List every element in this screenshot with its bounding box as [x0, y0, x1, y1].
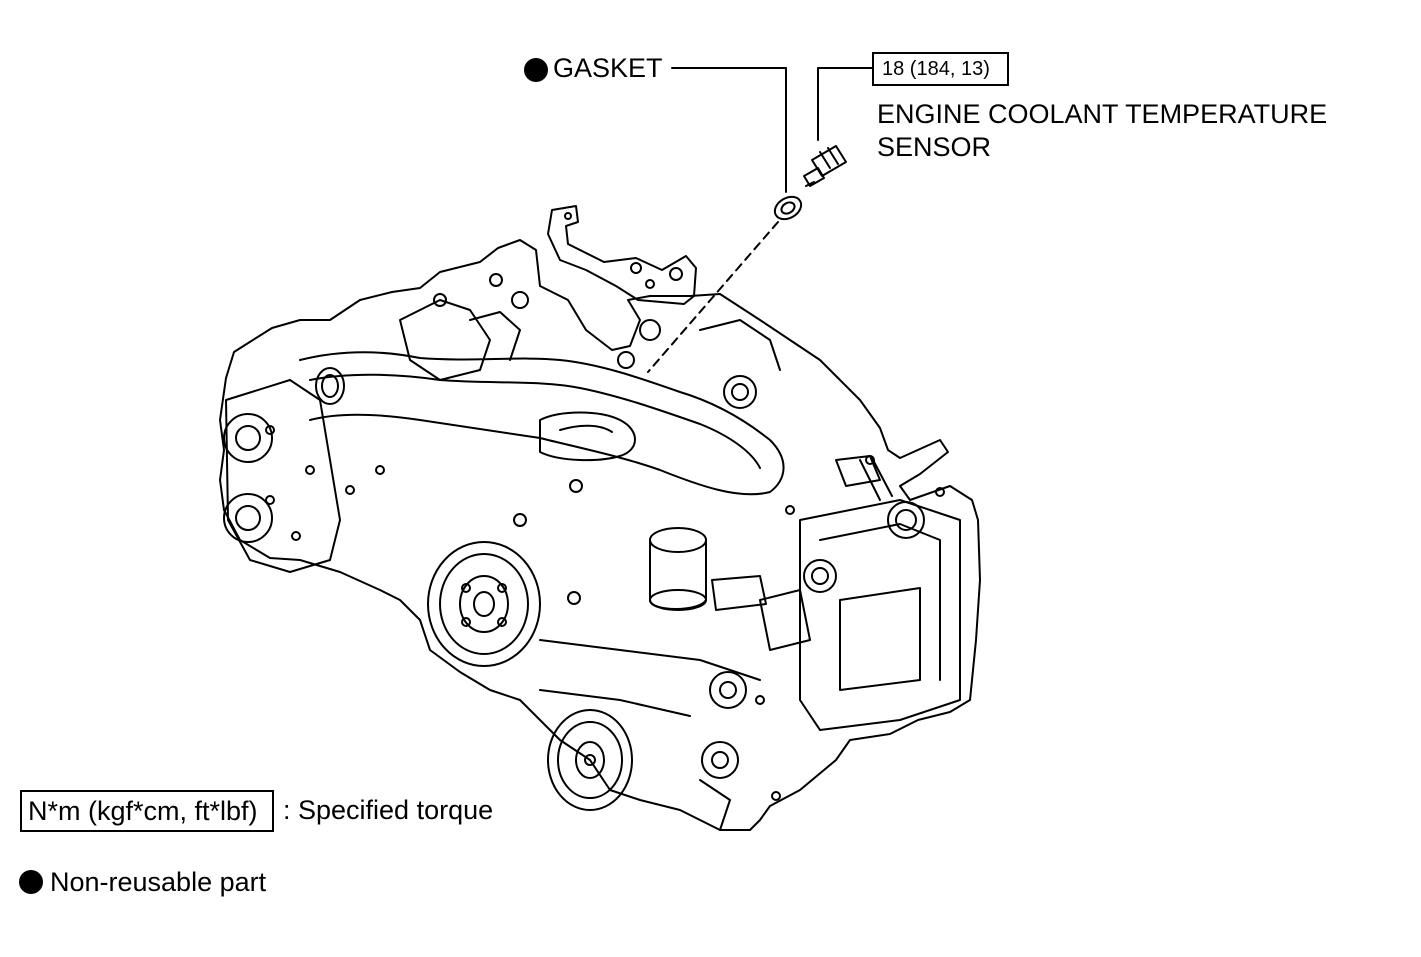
sensor-label-line2: SENSOR	[877, 132, 992, 162]
torque-value-box: 18 (184, 13)	[872, 52, 1009, 86]
bracket	[547, 205, 697, 305]
engine-block-outline	[219, 239, 981, 831]
gasket-leader-line	[671, 67, 787, 193]
torque-unit-legend-box: N*m (kgf*cm, ft*lbf)	[20, 790, 274, 832]
sensor-label-line1: ENGINE COOLANT TEMPERATURE	[877, 99, 1328, 129]
installation-path-line	[647, 221, 779, 373]
oil-filter	[649, 527, 707, 611]
non-reusable-legend-description: Non-reusable part	[50, 867, 267, 897]
lower-block-details	[345, 455, 945, 831]
gasket-part	[773, 195, 803, 221]
right-cylinder-head	[799, 457, 961, 731]
coolant-temperature-sensor-part	[803, 145, 847, 187]
timing-cover	[223, 379, 341, 573]
sensor-leader-line	[817, 67, 873, 141]
upper-components	[399, 273, 781, 462]
water-pump-pulley	[547, 709, 633, 811]
gasket-label: GASKET	[553, 53, 663, 83]
non-reusable-marker-icon	[524, 58, 548, 82]
non-reusable-legend-icon	[19, 870, 43, 894]
crankshaft-pulley	[427, 541, 541, 667]
intake-manifold	[299, 351, 785, 496]
torque-legend-description: : Specified torque	[283, 795, 494, 825]
